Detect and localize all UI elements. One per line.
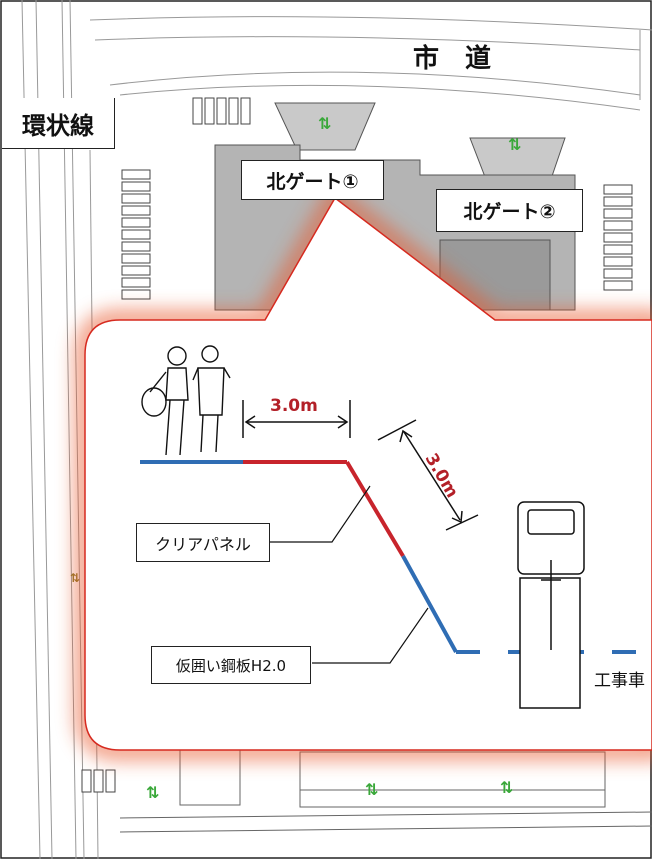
parking-right: [603, 184, 633, 291]
bottom-structures: [119, 744, 652, 833]
construction-vehicle-label: 工事車: [594, 671, 645, 691]
city-road-lines: [89, 16, 652, 111]
svg-text:⇅: ⇅: [365, 780, 378, 799]
north-gate-1-label: 北ゲート①: [241, 160, 384, 200]
dimension-diagonal: [377, 419, 479, 531]
parking-top: [192, 97, 251, 125]
svg-text:⇅: ⇅: [508, 135, 521, 154]
clear-panel-label: クリアパネル: [136, 523, 270, 562]
city-road-label: 市 道: [413, 44, 492, 74]
pedestrians-figure: [141, 345, 231, 456]
steel-fence-label: 仮囲い鋼板H2.0: [151, 646, 311, 684]
dimension-horizontal-label: 3.0m: [270, 396, 318, 416]
parking-bottom: [81, 769, 116, 793]
svg-text:⇅: ⇅: [146, 783, 159, 802]
leader-lines: [270, 485, 429, 664]
ring-road-label: 環状線: [2, 98, 115, 149]
callout-bubble: [84, 196, 652, 751]
svg-text:⇅: ⇅: [500, 778, 513, 797]
gate-1-wedge: [274, 102, 376, 151]
north-gate-2-label: 北ゲート②: [436, 189, 583, 232]
svg-text:⇅: ⇅: [318, 114, 331, 133]
fence-lines: [140, 460, 652, 654]
dimension-horizontal: [242, 400, 351, 438]
parking-left: [121, 169, 151, 300]
construction-vehicle-figure: [517, 501, 585, 709]
